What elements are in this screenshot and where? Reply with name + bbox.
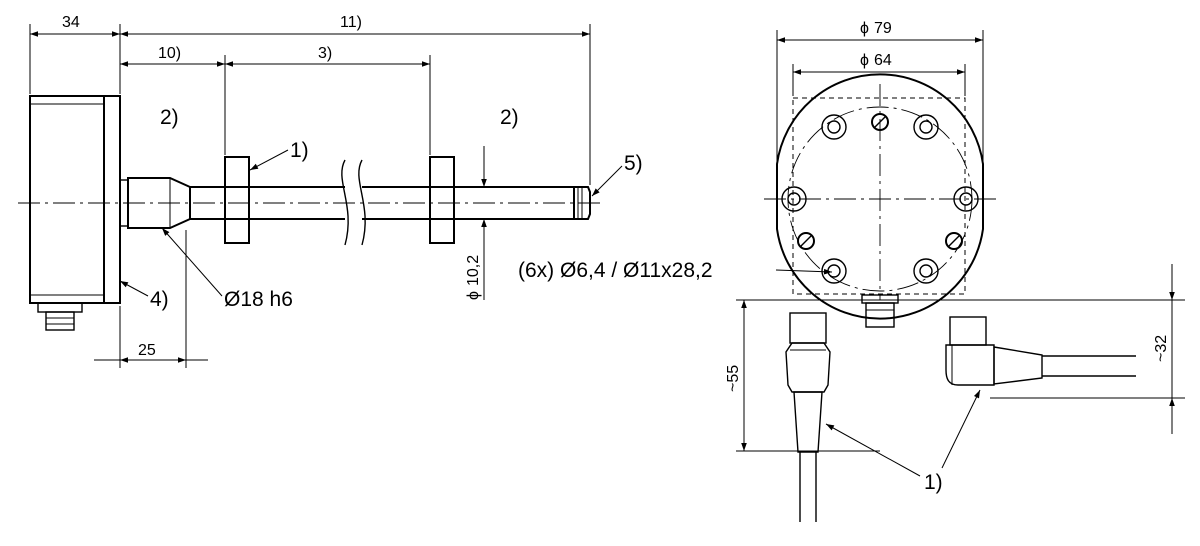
dim-79: 79: [874, 20, 892, 37]
collar-right: [429, 156, 455, 244]
side-view: 34 11) 10) 3) 25 ϕ 10,2 2) 2) 1) 5) 4) Ø…: [18, 14, 643, 368]
shaft: [119, 159, 591, 246]
svg-text:~32: ~32: [1153, 335, 1170, 362]
dim-10-2-label: ϕ 10,2: [465, 255, 482, 300]
svg-text:~55: ~55: [725, 365, 742, 392]
mounting-flange: [103, 95, 121, 304]
callout-5-tip: 5): [624, 152, 643, 175]
front-connector: [861, 294, 899, 328]
dim-25: 25: [138, 342, 156, 359]
svg-text:ϕ: ϕ: [465, 291, 482, 300]
callout-1-collar: 1): [290, 139, 309, 162]
angled-connector: [945, 316, 1136, 386]
dim-34: 34: [62, 14, 80, 31]
callout-shaft-diameter: Ø18 h6: [224, 288, 293, 311]
callout-1-connectors: 1): [924, 471, 943, 494]
dim-3: 3): [318, 45, 332, 62]
callout-4-flange: 4): [150, 288, 169, 311]
dim-11: 11): [340, 14, 362, 31]
dim-55-label: ~55: [725, 365, 742, 392]
housing-connector: [37, 302, 83, 331]
front-view: ϕ 79 ϕ 64 (6x) Ø6,4 / Ø11x28,2: [518, 20, 998, 328]
callout-2-right: 2): [500, 106, 519, 129]
callout-2-left: 2): [160, 106, 179, 129]
housing-body: [29, 95, 105, 304]
straight-connector: [785, 312, 831, 522]
front-housing: [776, 73, 984, 320]
svg-text:10,2: 10,2: [465, 255, 482, 286]
dim-79-symbol: ϕ: [860, 20, 869, 37]
dim-32-label: ~32: [1153, 335, 1170, 362]
collar-left: [224, 156, 250, 244]
mounting-holes: [781, 114, 979, 284]
cable-connectors: ~55 ~32 1): [725, 264, 1185, 522]
screws: [797, 113, 963, 250]
dim-64-symbol: ϕ: [860, 52, 869, 69]
callout-holes: (6x) Ø6,4 / Ø11x28,2: [518, 259, 713, 282]
dim-10: 10): [158, 45, 181, 62]
dim-64: 64: [874, 52, 892, 69]
